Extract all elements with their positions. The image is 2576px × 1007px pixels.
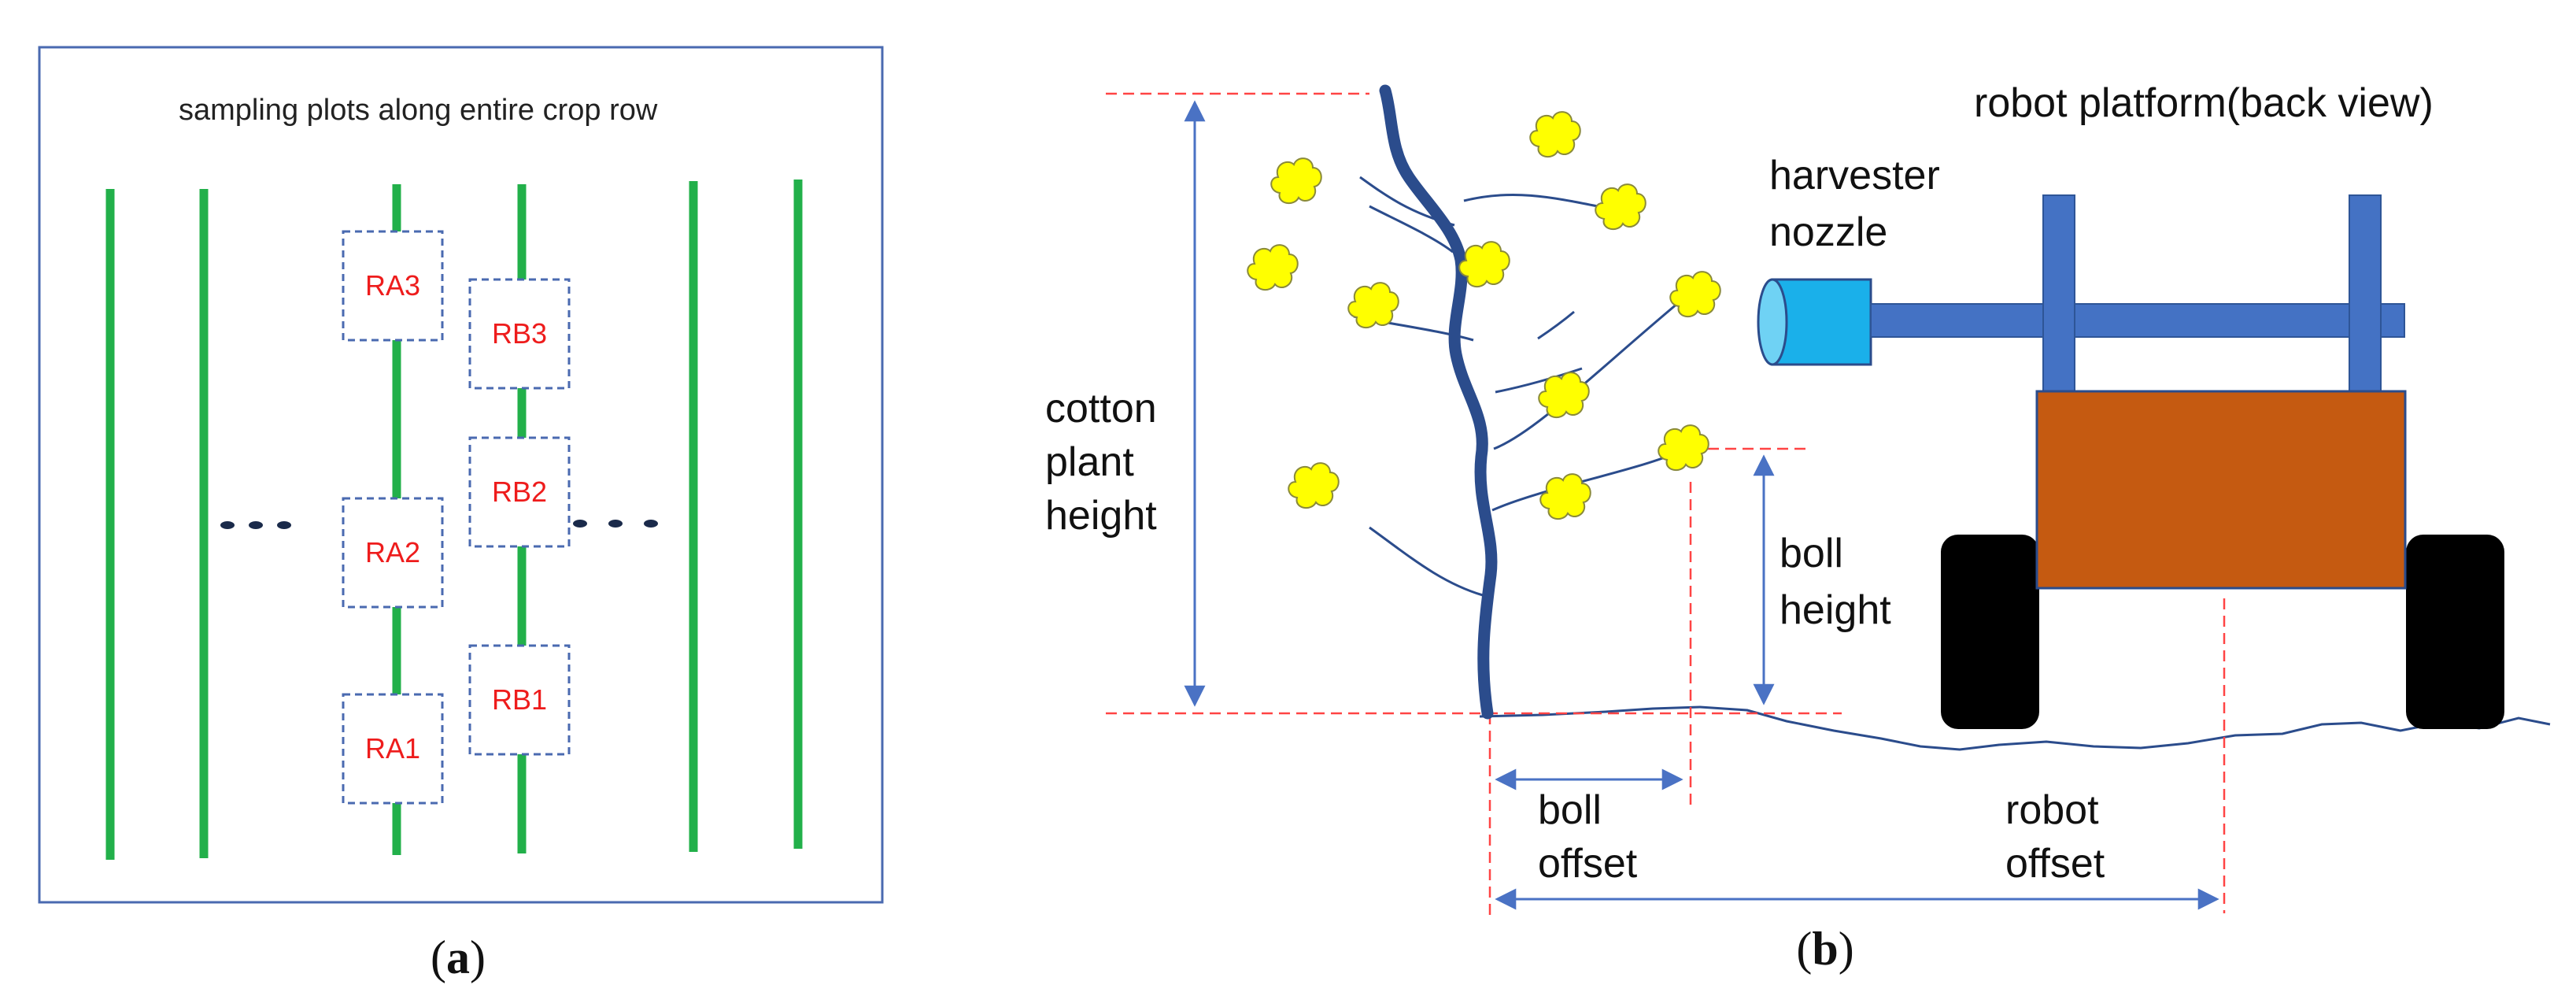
sampling-plot-ra3: [342, 230, 444, 342]
cotton-boll: [1270, 157, 1322, 205]
panel-a: sampling plots along entire crop row RA3…: [38, 46, 884, 983]
cotton-boll: [1288, 462, 1340, 509]
caption-b: (b): [1796, 923, 1853, 975]
harvester-label-line1: harvester: [1769, 153, 1940, 198]
boll-offset-label-line2: offset: [1538, 841, 1638, 887]
dimension-arrows: [1184, 100, 2219, 910]
sampling-plot-rb3: [468, 278, 571, 390]
plot-label-ra3: RA3: [365, 269, 420, 302]
boll-offset-label-line1: boll: [1538, 787, 1602, 833]
robot-platform-label: robot platform(back view): [1974, 80, 2434, 126]
plant-height-label-line1: cotton: [1045, 386, 1157, 431]
cotton-boll: [1669, 271, 1721, 318]
robot-post-left: [2042, 194, 2075, 393]
panel-b: robot platform(back view) harvester nozz…: [1045, 80, 2551, 975]
plot-label-rb3: RB3: [492, 317, 547, 350]
sampling-plot-rb1: [468, 644, 571, 756]
ellipsis-right: [573, 520, 658, 528]
plot-label-rb2: RB2: [492, 476, 547, 508]
robot-wheel-left: [1941, 535, 2039, 729]
cotton-boll: [1595, 183, 1646, 231]
ground-line: [1479, 705, 2551, 751]
robot-wheel-right: [2406, 535, 2504, 729]
robot-body: [2035, 390, 2407, 590]
cotton-branches: [1353, 176, 1683, 597]
robot-frame: [1870, 194, 2405, 393]
cotton-boll: [1529, 111, 1581, 158]
caption-a: (a): [431, 931, 486, 983]
plot-label-ra1: RA1: [365, 732, 420, 765]
robot-crossbar: [1870, 303, 2405, 338]
cotton-stem: [1379, 84, 1498, 720]
boll-height-label-line2: height: [1780, 587, 1891, 633]
cotton-boll: [1347, 282, 1399, 329]
crop-rows: [105, 180, 803, 860]
sampling-plot-ra2: [342, 497, 444, 609]
robot-offset-label-line2: offset: [2005, 841, 2105, 887]
ellipsis-left: [220, 521, 291, 529]
harvester-nozzle: [1757, 278, 1872, 366]
plot-label-ra2: RA2: [365, 536, 420, 568]
sampling-plot-rb2: [468, 436, 571, 548]
plant-height-label-line3: height: [1045, 493, 1157, 539]
cotton-boll: [1458, 241, 1510, 288]
harvester-label-line2: nozzle: [1769, 209, 1887, 255]
panel-a-title: sampling plots along entire crop row: [179, 94, 658, 127]
panel-a-frame: [38, 46, 884, 904]
plot-label-rb1: RB1: [492, 683, 547, 716]
sampling-plots: RA3 RB3 RB2 RA2 RB1 RA1: [342, 230, 571, 805]
sampling-plot-ra1: [342, 693, 444, 805]
reference-lines: [1106, 92, 2226, 920]
cotton-boll: [1247, 244, 1299, 291]
boll-height-label-line1: boll: [1780, 531, 1843, 576]
robot-post-right: [2349, 194, 2382, 393]
robot-offset-label-line1: robot: [2005, 787, 2099, 833]
plant-height-label-line2: plant: [1045, 439, 1134, 485]
cotton-boll: [1658, 424, 1709, 472]
